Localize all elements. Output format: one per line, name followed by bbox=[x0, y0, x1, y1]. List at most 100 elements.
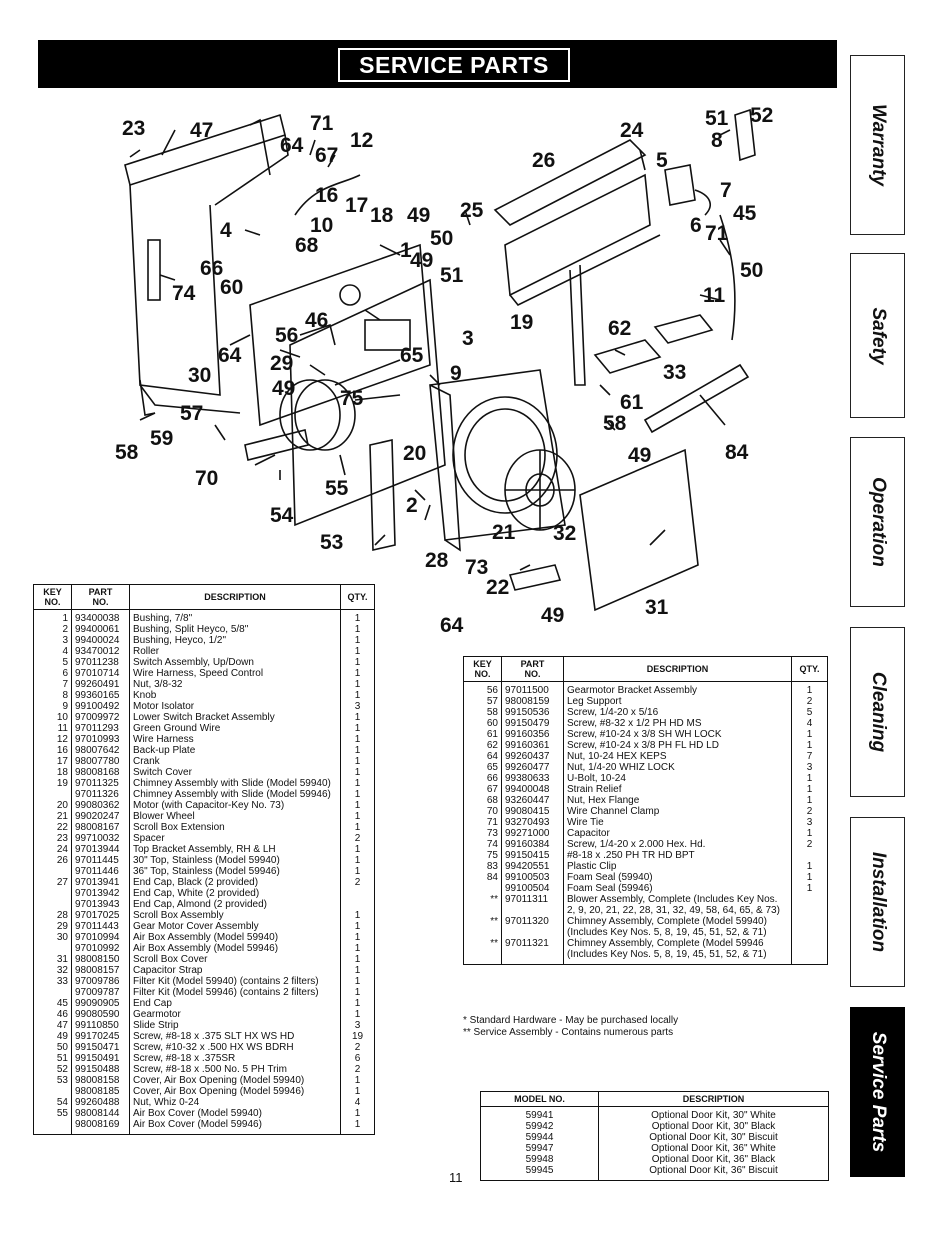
description-cell: Plastic Clip bbox=[563, 861, 792, 872]
model-number-cell: 59944 bbox=[480, 1132, 599, 1143]
quantity-cell: 3 bbox=[791, 762, 828, 773]
callout-label: 49 bbox=[628, 444, 652, 467]
quantity-cell: 1 bbox=[340, 1119, 375, 1135]
quantity-cell: 2 bbox=[791, 696, 828, 707]
part-number-cell: 98007780 bbox=[71, 756, 130, 767]
description-cell: Screw, #8-18 x .375 SLT HX WS HD bbox=[129, 1031, 341, 1042]
callout-label: 53 bbox=[320, 531, 344, 554]
description-cell: Cover, Air Box Opening (Model 59946) bbox=[129, 1086, 341, 1097]
callout-label: 33 bbox=[663, 361, 687, 384]
description-cell: Optional Door Kit, 36" Biscuit bbox=[598, 1165, 829, 1181]
quantity-cell: 5 bbox=[791, 707, 828, 718]
key-cell: 4 bbox=[33, 646, 72, 657]
description-cell: Slide Strip bbox=[129, 1020, 341, 1031]
description-cell: Capacitor Strap bbox=[129, 965, 341, 976]
description-cell: Capacitor bbox=[563, 828, 792, 839]
part-number-cell: 97013944 bbox=[71, 844, 130, 855]
part-number-cell: 97013942 bbox=[71, 888, 130, 899]
callout-label: 7 bbox=[720, 179, 732, 202]
table-header-row: KEY NO. PART NO. DESCRIPTION QTY. bbox=[33, 584, 375, 610]
part-number-cell: 99260437 bbox=[501, 751, 564, 762]
key-cell: 67 bbox=[463, 784, 502, 795]
description-cell: Leg Support bbox=[563, 696, 792, 707]
callout-label: 49 bbox=[272, 377, 296, 400]
key-cell: 60 bbox=[463, 718, 502, 729]
description-cell: Optional Door Kit, 30" Black bbox=[598, 1121, 829, 1132]
quantity-cell: 1 bbox=[791, 861, 828, 872]
key-cell: 3 bbox=[33, 635, 72, 646]
key-cell: ** bbox=[463, 916, 502, 938]
key-cell bbox=[33, 866, 72, 877]
tab-warranty[interactable]: Warranty bbox=[850, 55, 905, 235]
part-number-cell: 99380633 bbox=[501, 773, 564, 784]
key-cell: 23 bbox=[33, 833, 72, 844]
callout-label: 8 bbox=[711, 129, 723, 152]
tab-service-parts[interactable]: Service Parts bbox=[850, 1007, 905, 1177]
column-header-description: DESCRIPTION bbox=[598, 1091, 829, 1107]
key-cell: 71 bbox=[463, 817, 502, 828]
callout-label: 26 bbox=[532, 149, 556, 172]
part-number-cell: 99110850 bbox=[71, 1020, 130, 1031]
key-cell: 65 bbox=[463, 762, 502, 773]
description-cell: Top Bracket Assembly, RH & LH bbox=[129, 844, 341, 855]
description-cell: End Cap, Black (2 provided) bbox=[129, 877, 341, 888]
part-number-cell: 99160356 bbox=[501, 729, 564, 740]
callout-label: 21 bbox=[492, 521, 516, 544]
quantity-cell: 1 bbox=[340, 646, 375, 657]
callout-label: 62 bbox=[608, 317, 632, 340]
quantity-cell: 6 bbox=[340, 1053, 375, 1064]
callout-label: 24 bbox=[620, 119, 644, 142]
tab-installation[interactable]: Installation bbox=[850, 817, 905, 987]
callout-label: 10 bbox=[310, 214, 334, 237]
tab-safety[interactable]: Safety bbox=[850, 253, 905, 418]
description-cell: Screw, 1/4-20 x 2.000 Hex. Hd. bbox=[563, 839, 792, 850]
part-number-cell: 99080362 bbox=[71, 800, 130, 811]
description-cell: Chimney Assembly, Complete (Model 59946 … bbox=[563, 938, 792, 965]
tab-operation[interactable]: Operation bbox=[850, 437, 905, 607]
key-cell: 75 bbox=[463, 850, 502, 861]
key-cell bbox=[33, 943, 72, 954]
key-cell: 21 bbox=[33, 811, 72, 822]
exploded-parts-diagram: 23 47 71 64 67 12 16 17 18 49 4 10 68 1 … bbox=[100, 95, 800, 640]
part-number-cell: 99400024 bbox=[71, 635, 130, 646]
part-number-cell: 97009787 bbox=[71, 987, 130, 998]
description-cell: Air Box Cover (Model 59940) bbox=[129, 1108, 341, 1119]
quantity-cell: 1 bbox=[340, 965, 375, 976]
quantity-cell: 1 bbox=[791, 828, 828, 839]
tab-cleaning[interactable]: Cleaning bbox=[850, 627, 905, 797]
model-number-cell: 59948 bbox=[480, 1154, 599, 1165]
callout-label: 56 bbox=[275, 324, 299, 347]
footnote-standard-hardware: * Standard Hardware - May be purchased l… bbox=[463, 1015, 679, 1026]
key-cell: 30 bbox=[33, 932, 72, 943]
callout-label: 47 bbox=[190, 119, 214, 142]
key-cell: 50 bbox=[33, 1042, 72, 1053]
quantity-cell: 2 bbox=[791, 806, 828, 817]
callout-label: 61 bbox=[620, 391, 644, 414]
model-number-cell: 59941 bbox=[480, 1106, 599, 1121]
part-number-cell: 98008157 bbox=[71, 965, 130, 976]
part-number-cell: 97011445 bbox=[71, 855, 130, 866]
description-cell: Screw, 1/4-20 x 5/16 bbox=[563, 707, 792, 718]
key-cell: 84 bbox=[463, 872, 502, 883]
callout-label: 49 bbox=[407, 204, 431, 227]
part-number-cell: 99260477 bbox=[501, 762, 564, 773]
key-cell bbox=[463, 883, 502, 894]
callout-label: 59 bbox=[150, 427, 174, 450]
part-number-cell: 98008159 bbox=[501, 696, 564, 707]
quantity-cell: 19 bbox=[340, 1031, 375, 1042]
description-cell: Crank bbox=[129, 756, 341, 767]
key-cell: 54 bbox=[33, 1097, 72, 1108]
